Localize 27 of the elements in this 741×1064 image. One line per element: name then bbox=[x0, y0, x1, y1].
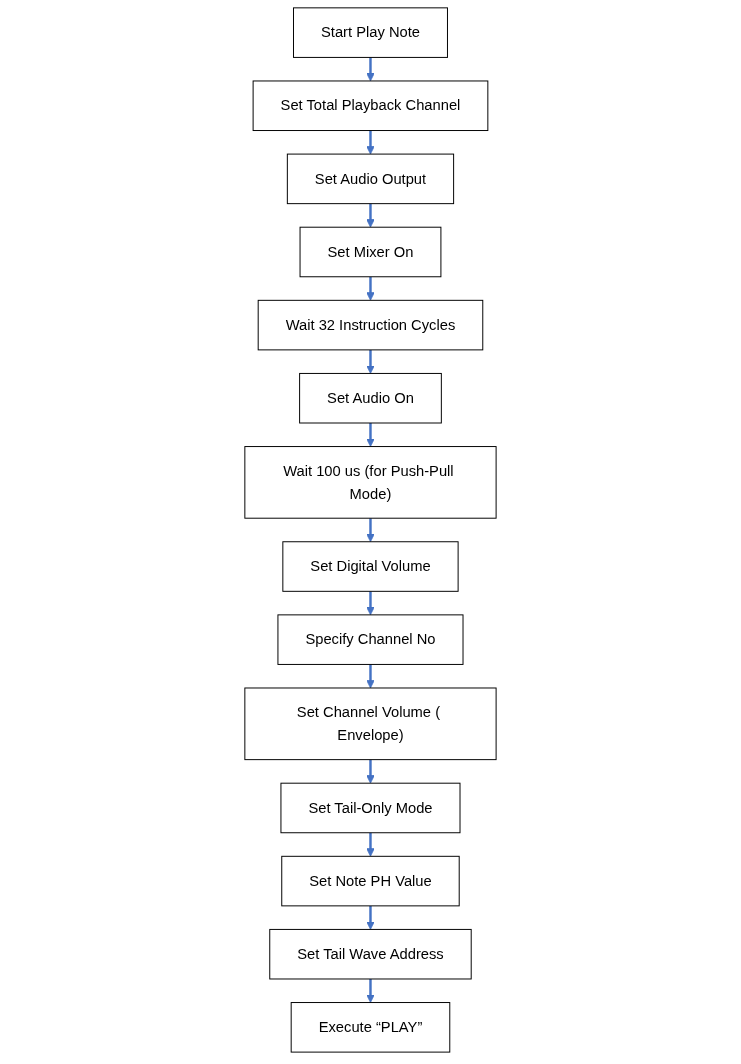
node-box: Execute “PLAY” bbox=[290, 1002, 451, 1053]
node-box: Set Tail Wave Address bbox=[269, 928, 472, 980]
node-box: Set Note PH Value bbox=[281, 855, 460, 907]
arrow bbox=[366, 664, 375, 689]
arrow bbox=[366, 423, 375, 447]
arrow bbox=[366, 203, 375, 228]
node-box: Set Channel Volume ( Envelope) bbox=[244, 687, 497, 761]
arrow bbox=[366, 57, 375, 82]
arrow bbox=[366, 518, 375, 543]
node-box: Set Mixer On bbox=[299, 226, 442, 278]
node-box: Wait 100 us (for Push-Pull Mode) bbox=[244, 446, 497, 519]
arrow bbox=[366, 979, 375, 1003]
node-box: Wait 32 Instruction Cycles bbox=[257, 299, 484, 351]
node-box: Set Audio Output bbox=[286, 153, 455, 205]
node-box: Set Digital Volume bbox=[282, 541, 459, 592]
arrow bbox=[366, 591, 375, 616]
arrow bbox=[366, 276, 375, 301]
arrow bbox=[366, 832, 375, 857]
node-box: Set Tail-Only Mode bbox=[280, 782, 461, 834]
arrow bbox=[366, 759, 375, 784]
node-box: Specify Channel No bbox=[277, 614, 464, 665]
arrow bbox=[366, 905, 375, 930]
arrow bbox=[366, 349, 375, 374]
arrow bbox=[366, 130, 375, 155]
node-box: Set Total Playback Channel bbox=[252, 80, 489, 131]
node-box: Set Audio On bbox=[299, 372, 442, 424]
node-box: Start Play Note bbox=[293, 7, 448, 58]
